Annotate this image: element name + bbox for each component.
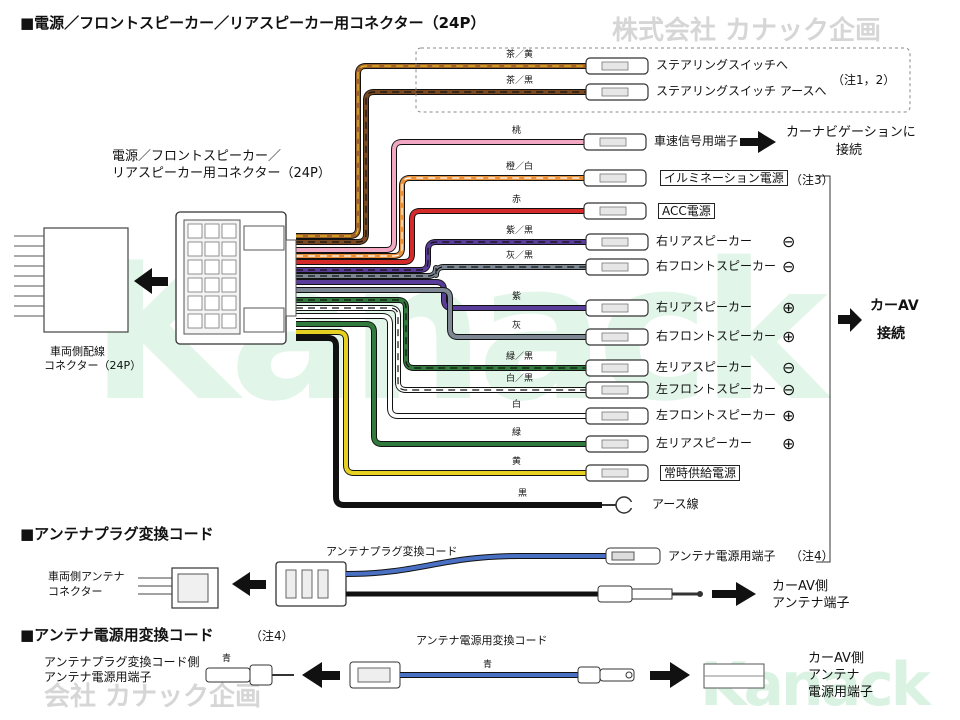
antenna-vehicle-label-1: 車両側アンテナ [48, 570, 125, 583]
antenna-power-right-label-3: 電源用端子 [808, 685, 874, 700]
wire-destination-label: 車速信号用端子 [654, 134, 739, 148]
wire-color-label: 緑／黒 [506, 352, 534, 362]
car-nav-label-2: 接続 [836, 143, 863, 158]
wire-destination-label: 右リアスピーカー [656, 234, 753, 248]
wire-color-label: 紫 [512, 292, 522, 302]
antenna-power-cord [205, 661, 765, 689]
note-3: （注3） [790, 173, 834, 187]
wire-w3 [296, 133, 647, 253]
minus-symbol-icon: ⊖ [782, 257, 796, 276]
watermark-company-bottom: 会社 カナック企画 [44, 682, 262, 712]
antenna-plug-cord-label: アンテナプラグ変換コード [326, 545, 458, 558]
wire-color-label: 灰／黒 [506, 251, 534, 261]
steering-group-bracket [415, 47, 911, 113]
car-nav-label-1: カーナビゲーションに [786, 125, 916, 140]
wire-destination-label: 右フロントスピーカー [656, 259, 777, 273]
arrow-car-nav [740, 131, 776, 153]
wire-destination-label: アース線 [652, 497, 699, 511]
minus-symbol-icon: ⊖ [782, 380, 796, 399]
arrow-car-av [838, 308, 862, 332]
antenna-av-label-1: カーAV側 [772, 579, 828, 594]
minus-symbol-icon: ⊖ [782, 358, 796, 377]
wire-color-label: 桃 [512, 126, 522, 136]
antenna-power-left-label-1: アンテナプラグ変換コード側 [44, 655, 200, 669]
antenna-power-wire-color: 青 [483, 660, 493, 670]
wire-destination-label: 右リアスピーカー [656, 300, 753, 314]
main-connector-label-2: リアスピーカー用コネクター（24P） [112, 166, 331, 181]
wire-color-label: 茶／黄 [506, 50, 534, 60]
section-title-antenna-plug: ■アンテナプラグ変換コード [20, 525, 214, 543]
antenna-power-wire-color-left: 青 [222, 654, 232, 664]
plus-symbol-icon: ⊕ [782, 406, 796, 425]
vehicle-connector-label-1: 車両側配線 [50, 345, 105, 358]
main-connector-label-1: 電源／フロントスピーカー／ [112, 149, 282, 164]
wire-color-label: 茶／黒 [506, 76, 534, 86]
antenna-power-terminal-label: アンテナ電源用端子 [668, 549, 776, 563]
watermark-company-top: 株式会社 カナック企画 [612, 16, 882, 46]
wire-destination-label: 左フロントスピーカー [656, 408, 777, 422]
wire-color-label: 黄 [512, 457, 522, 467]
arrow-to-vehicle [134, 268, 168, 294]
antenna-plug-cord [138, 547, 756, 609]
wire-destination-label: 左リアスピーカー [656, 436, 753, 450]
antenna-power-left-label-2: アンテナ電源用端子 [44, 670, 152, 684]
wire-w12 [296, 313, 649, 425]
car-av-label-1: カーAV [870, 298, 919, 314]
note-1-2: （注1，2） [832, 73, 896, 87]
minus-symbol-icon: ⊖ [782, 232, 796, 251]
note-4-plug: （注4） [790, 549, 834, 563]
main-24p-connector [175, 211, 297, 345]
antenna-vehicle-label-2: コネクター [48, 585, 103, 598]
antenna-power-cord-label: アンテナ電源用変換コード [416, 634, 548, 647]
wire-w7 [296, 258, 649, 279]
plus-symbol-icon: ⊕ [782, 298, 796, 317]
car-av-label-2: 接続 [877, 326, 905, 342]
antenna-power-right-label-2: アンテナ [808, 668, 860, 683]
antenna-av-label-2: アンテナ端子 [772, 596, 850, 611]
wire-w11 [296, 305, 649, 399]
wire-destination-label: 左フロントスピーカー [656, 382, 777, 396]
wire-w5 [296, 202, 647, 265]
car-av-brace [816, 175, 831, 563]
wire-destination-label: 常時供給電源 [660, 465, 741, 481]
wire-destination-label: ステアリングスイッチへ [656, 58, 789, 72]
wire-w2 [296, 83, 649, 245]
wire-destination-label: ステアリングスイッチ アースへ [656, 84, 827, 98]
vehicle-connector [14, 227, 129, 333]
wire-w4 [296, 169, 647, 259]
wire-w10 [296, 297, 649, 377]
wire-color-label: 白／黒 [506, 374, 534, 384]
wire-color-label: 緑 [512, 428, 522, 438]
wire-color-label: 紫／黒 [506, 226, 534, 236]
wire-color-label: 橙／白 [506, 162, 534, 172]
wire-w14 [296, 329, 649, 482]
wire-destination-label: 左リアスピーカー [656, 360, 753, 374]
wire-w1 [296, 57, 649, 239]
wire-w15 [296, 335, 636, 514]
plus-symbol-icon: ⊕ [782, 327, 796, 346]
wire-w13 [296, 321, 649, 453]
wire-destination-label: ACC電源 [658, 203, 715, 219]
wire-destination-label: 右フロントスピーカー [656, 329, 777, 343]
wire-destination-label: イルミネーション電源 [660, 170, 788, 186]
antenna-power-right-label-1: カーAV側 [808, 651, 864, 666]
section-title-antenna-power: ■アンテナ電源用変換コード [20, 626, 214, 644]
wire-color-label: 赤 [512, 195, 522, 205]
wire-color-label: 灰 [512, 321, 522, 331]
wire-w9 [296, 287, 649, 346]
plus-symbol-icon: ⊕ [782, 434, 796, 453]
wire-w6 [296, 233, 649, 273]
vehicle-connector-label-2: コネクター（24P） [44, 359, 142, 372]
wire-color-label: 黒 [518, 489, 528, 499]
wire-color-label: 白 [512, 400, 522, 410]
antenna-power-note: （注4） [250, 629, 294, 643]
section-title-main: ■電源／フロントスピーカー／リアスピーカー用コネクター（24P） [20, 14, 486, 32]
